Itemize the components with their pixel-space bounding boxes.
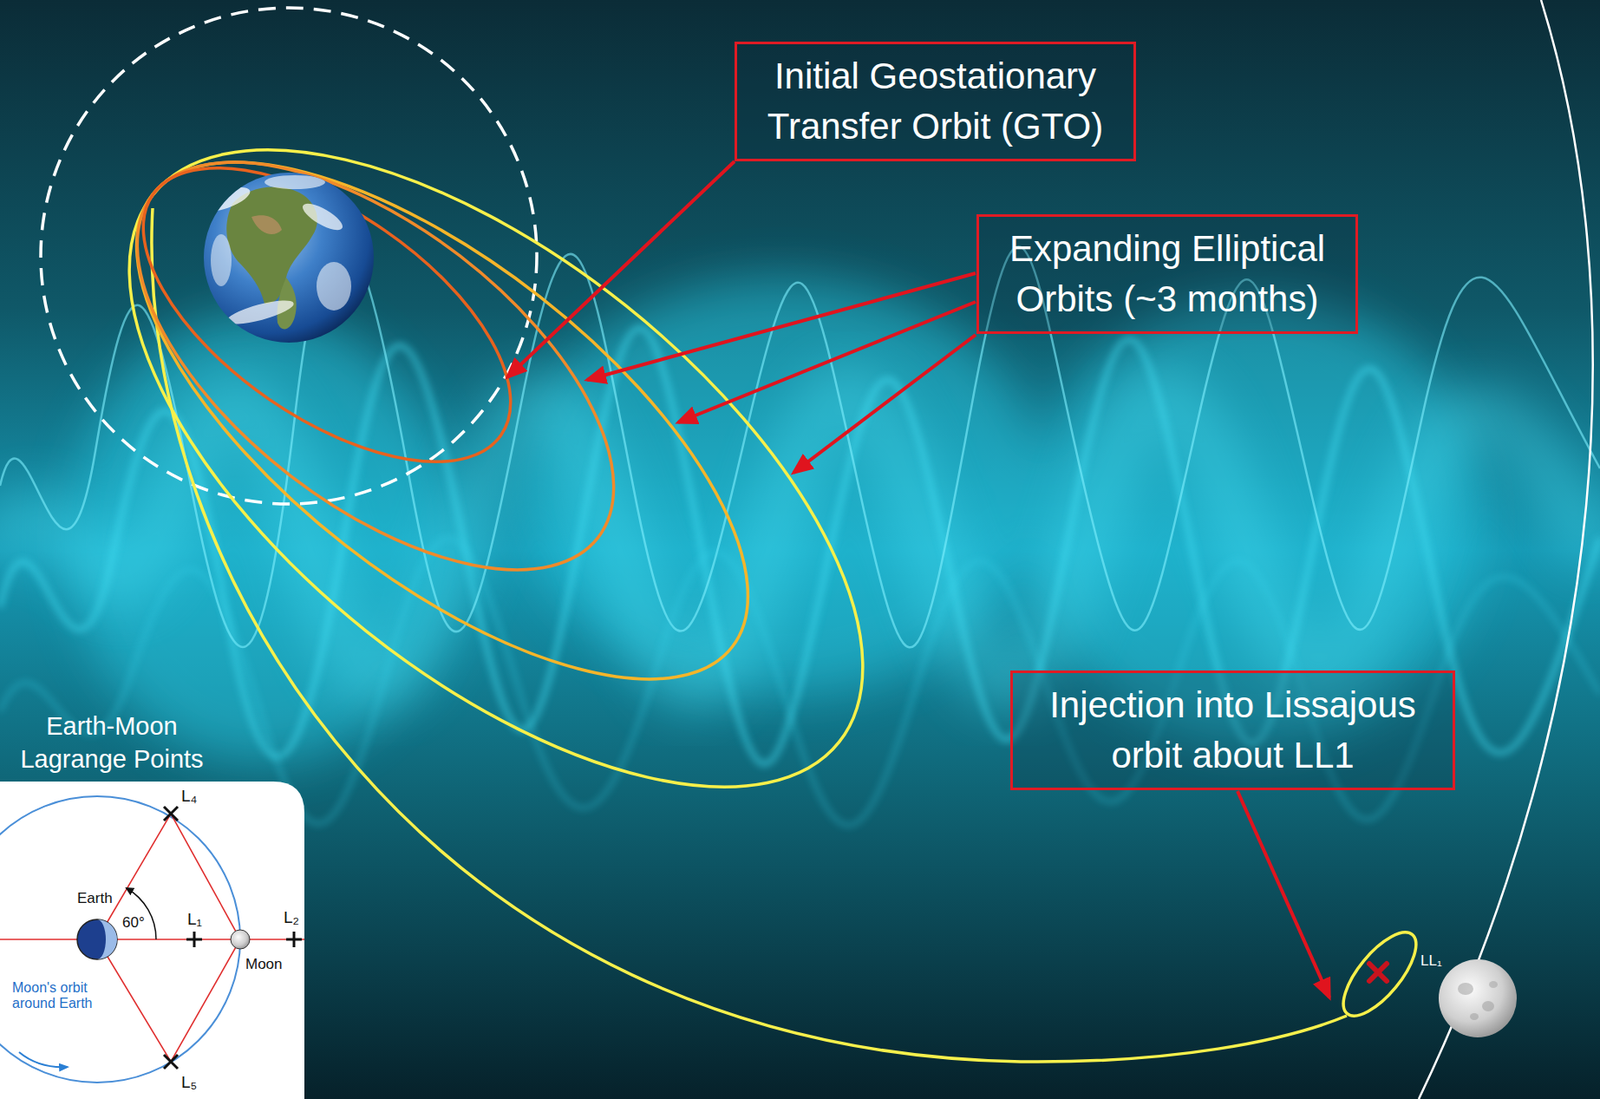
label-holder: L₂	[283, 908, 300, 928]
box-text: Injection into Lissajous orbit about LL1	[1026, 679, 1439, 781]
lissajous-orbit	[1331, 920, 1429, 1027]
box-text: Expanding Elliptical Orbits (~3 months)	[992, 223, 1342, 325]
ll1-marker	[1369, 963, 1387, 981]
inset-panel: Earth-Moon Lagrange Points	[0, 709, 224, 776]
angle-label: 60°	[122, 914, 145, 932]
label-holder: Earth	[77, 890, 113, 908]
label-holder: L₄	[181, 787, 197, 806]
orbit-note: Moon's orbit around Earth	[12, 979, 110, 1011]
box-text: Initial Geostationary Transfer Orbit (GT…	[751, 51, 1120, 152]
point-label: L₂	[283, 908, 300, 928]
label-holder: L₁	[187, 910, 203, 929]
label-holder: Moon's orbit around Earth	[12, 979, 110, 1011]
moon	[1438, 959, 1517, 1038]
lagrange-inset	[0, 781, 305, 1099]
point-label: L₅	[181, 1073, 197, 1092]
body-label: Moon	[245, 956, 283, 974]
box-text: Earth-Moon Lagrange Points	[0, 709, 224, 776]
transfer-trajectory	[151, 208, 1347, 1062]
point-label: LL₁	[1420, 953, 1443, 970]
label-holder: 60°	[122, 914, 145, 932]
point-label: L₄	[181, 787, 197, 806]
callout-box: Initial Geostationary Transfer Orbit (GT…	[734, 41, 1137, 162]
moon-orbit-arc	[1418, 0, 1594, 1099]
earth-globe	[197, 172, 374, 343]
elliptical-orbits	[23, 32, 969, 905]
callout-box: Expanding Elliptical Orbits (~3 months)	[976, 214, 1359, 334]
body-label: Earth	[77, 890, 113, 908]
callout-box: Injection into Lissajous orbit about LL1	[1010, 670, 1456, 791]
label-holder: LL₁	[1420, 953, 1443, 970]
label-holder: L₅	[181, 1073, 197, 1092]
label-holder: Moon	[245, 956, 283, 974]
geo-dashed-circle	[40, 7, 537, 504]
point-label: L₁	[187, 910, 203, 929]
